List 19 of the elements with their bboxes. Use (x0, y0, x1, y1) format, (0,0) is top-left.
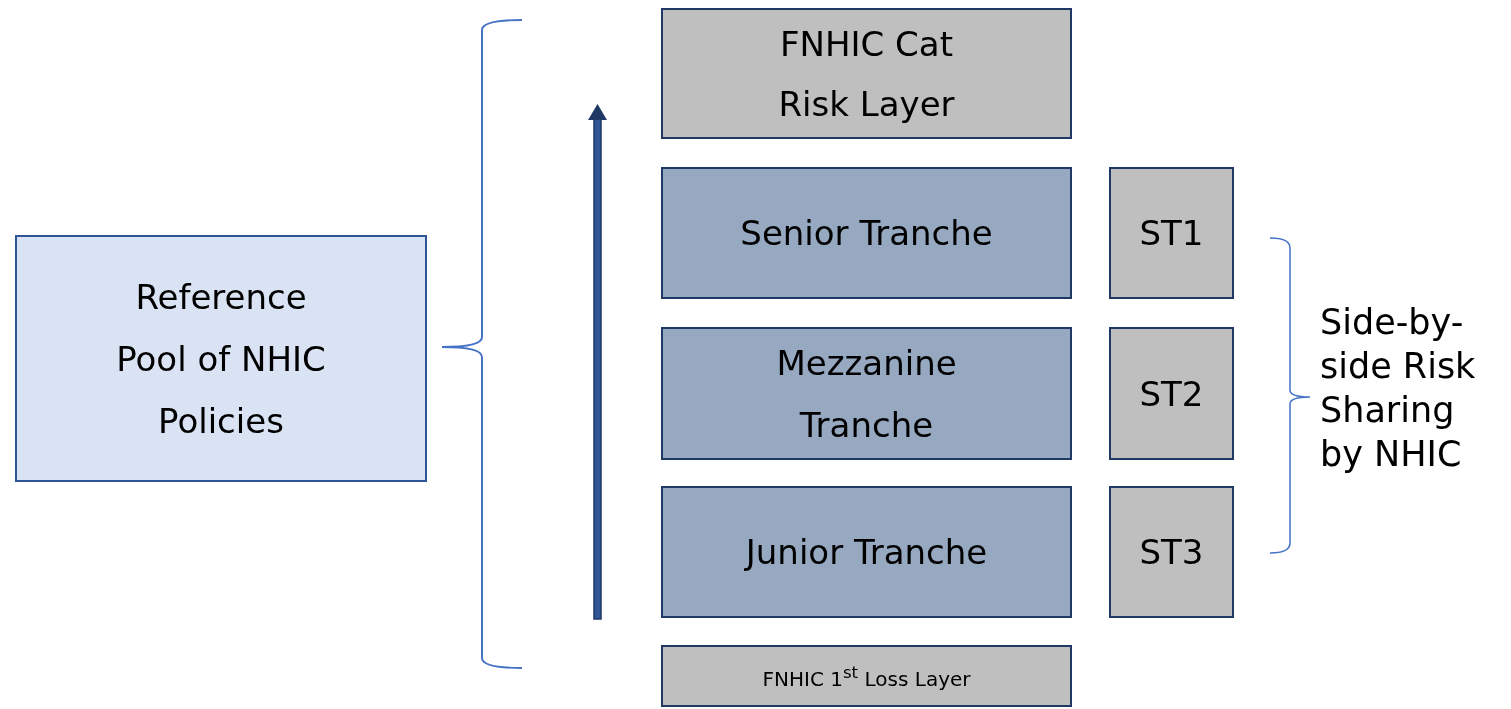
layer-box (1109, 486, 1234, 618)
layer-box (661, 645, 1072, 707)
box-label: Mezzanine Tranche (775, 341, 958, 447)
box-label: Senior Tranche (740, 212, 993, 255)
layer-box (1109, 167, 1234, 299)
box-label: Reference Pool of NHIC Policies (116, 275, 326, 443)
pool-box (15, 235, 427, 482)
tranche-box (661, 486, 1072, 618)
box-label: FNHIC 1$^{st}$ Loss Layer (762, 662, 971, 692)
box-label: ST1 (1139, 212, 1204, 255)
tranche-box (661, 167, 1072, 299)
layer-box (1109, 327, 1234, 460)
box-label: Junior Tranche (745, 531, 988, 574)
box-label: FNHIC Cat Risk Layer (777, 22, 956, 126)
bracket-label: Side-by-side Risk Sharing by NHIC (1320, 301, 1477, 476)
tranche-box (661, 327, 1072, 460)
box-label: ST2 (1139, 372, 1204, 416)
layer-box (661, 8, 1072, 139)
box-label: ST3 (1139, 531, 1204, 574)
